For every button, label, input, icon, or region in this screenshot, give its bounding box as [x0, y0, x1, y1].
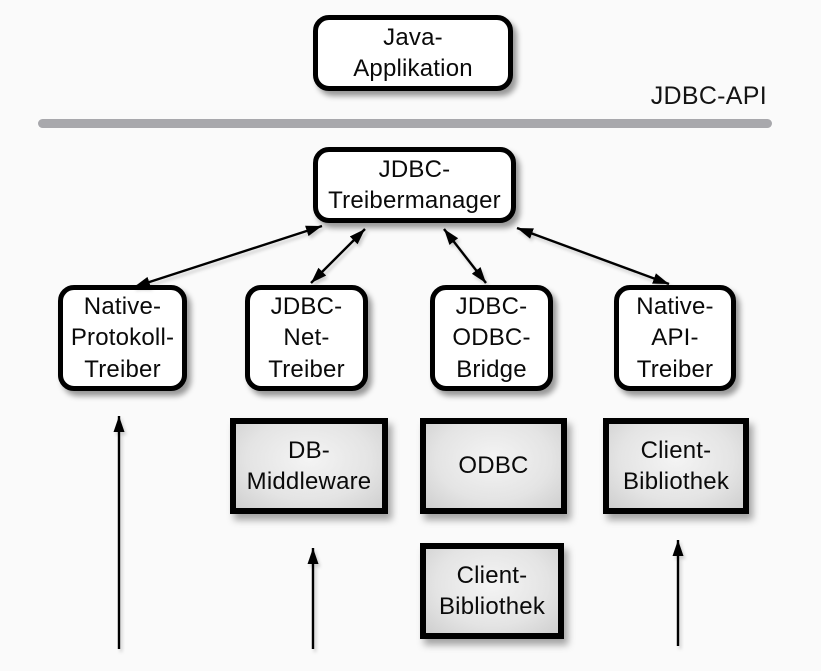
- node-odbc: ODBC: [420, 418, 567, 514]
- bidirectional-arrow-treibermanager-native-protokoll: [133, 224, 323, 289]
- node-jdbc-treibermanager: JDBC- Treibermanager: [313, 147, 516, 223]
- bidirectional-arrow-treibermanager-jdbc-odbc: [443, 228, 487, 284]
- node-native-protokoll-treiber: Native- Protokoll- Treiber: [58, 285, 187, 391]
- node-jdbc-net-treiber: JDBC- Net- Treiber: [245, 285, 368, 391]
- node-java-applikation: Java- Applikation: [313, 15, 513, 91]
- jdbc-api-divider-line: [38, 119, 772, 128]
- node-db-middleware: DB- Middleware: [230, 418, 388, 514]
- node-native-api-treiber: Native- API- Treiber: [614, 285, 736, 391]
- node-client-bibliothek-odbc: Client- Bibliothek: [420, 543, 564, 639]
- jdbc-api-label: JDBC-API: [650, 82, 767, 110]
- node-jdbc-odbc-bridge: JDBC- ODBC- Bridge: [430, 285, 553, 391]
- node-client-bibliothek-native-api: Client- Bibliothek: [603, 418, 749, 514]
- bidirectional-arrow-treibermanager-jdbc-net: [310, 228, 366, 284]
- bidirectional-arrow-treibermanager-native-api: [516, 226, 670, 286]
